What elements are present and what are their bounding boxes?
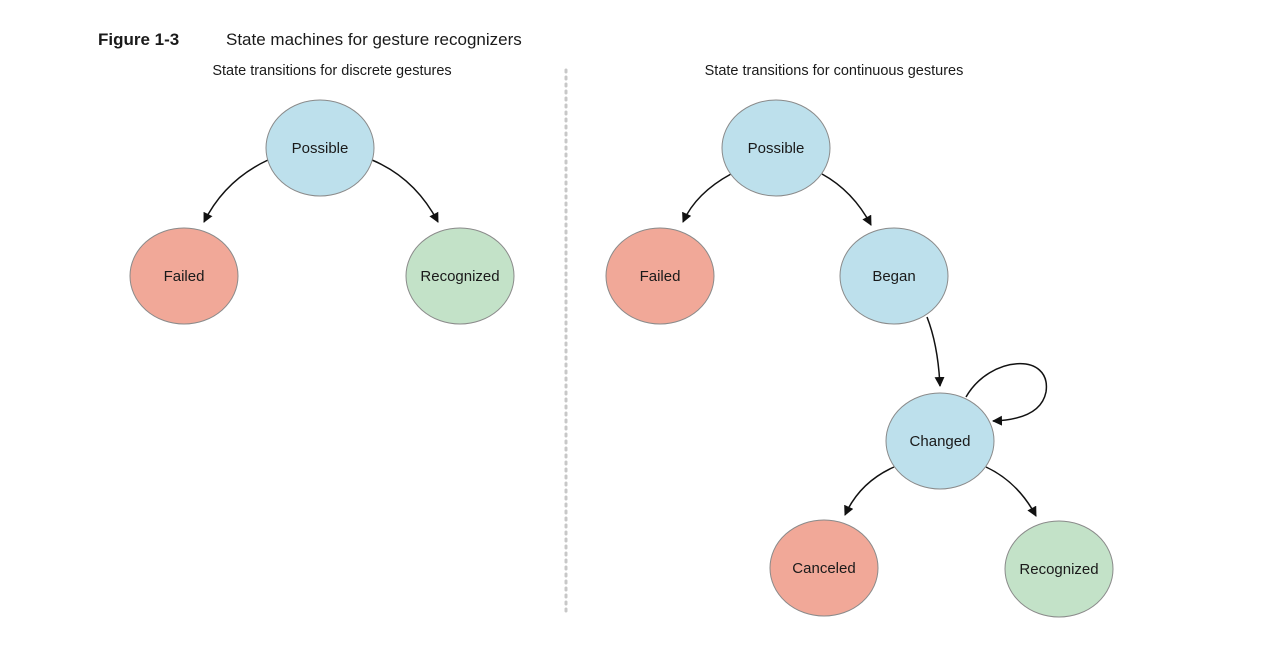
arrow-changed-to-canceled: [844, 466, 895, 516]
continuous-title: State transitions for continuous gesture…: [704, 63, 964, 79]
node-label: Possible: [748, 140, 805, 157]
node-label: Failed: [164, 268, 205, 285]
discrete-node-possible: Possible: [265, 99, 375, 197]
node-label: Failed: [640, 268, 681, 285]
node-label: Possible: [292, 140, 349, 157]
node-label: Canceled: [792, 560, 855, 577]
discrete-node-failed: Failed: [129, 227, 239, 325]
continuous-node-recognized: Recognized: [1004, 520, 1114, 618]
arrow-changed-self-loop: [965, 362, 1047, 426]
continuous-node-began: Began: [839, 227, 949, 325]
node-label: Changed: [910, 433, 971, 450]
continuous-node-possible: Possible: [721, 99, 831, 197]
continuous-node-failed: Failed: [605, 227, 715, 325]
continuous-node-canceled: Canceled: [769, 519, 879, 617]
discrete-node-recognized: Recognized: [405, 227, 515, 325]
figure-title: State machines for gesture recognizers: [226, 30, 522, 49]
node-label: Recognized: [420, 268, 499, 285]
node-label: Began: [872, 268, 915, 285]
node-label: Recognized: [1019, 561, 1098, 578]
arrow-possible-to-recognized: [371, 159, 439, 223]
arrow-began-to-changed: [926, 316, 945, 387]
arrow-possible-to-began: [821, 173, 872, 226]
arrow-changed-to-recognized: [985, 466, 1037, 517]
arrow-possible-to-failed-continuous: [682, 173, 732, 223]
figure-number: Figure 1-3: [98, 30, 180, 49]
discrete-title: State transitions for discrete gestures: [212, 63, 452, 79]
arrow-possible-to-failed: [203, 159, 269, 223]
figure-caption: Figure 1-3 State machines for gesture rec…: [98, 30, 522, 50]
continuous-node-changed: Changed: [885, 392, 995, 490]
